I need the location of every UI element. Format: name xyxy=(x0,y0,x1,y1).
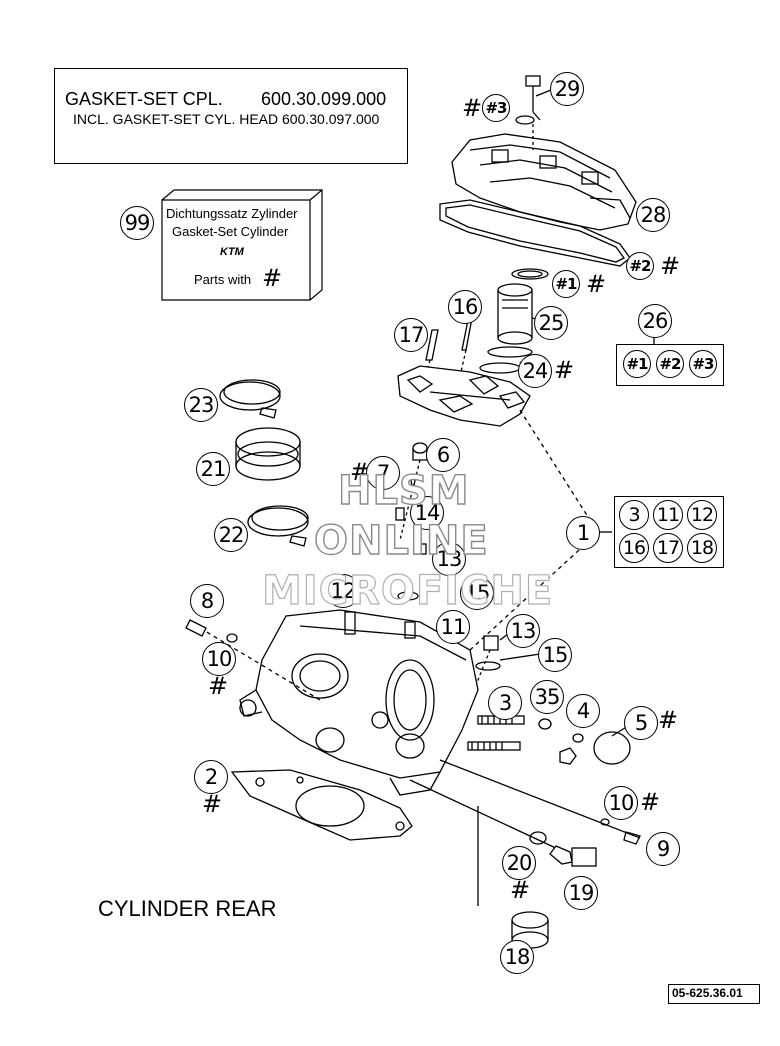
callout-6[interactable]: 6 xyxy=(426,438,460,472)
callout-35[interactable]: 35 xyxy=(530,680,564,714)
hash-m1: # xyxy=(586,270,607,298)
hash-2: # xyxy=(202,790,223,818)
kit-hash: # xyxy=(262,264,283,292)
set-26-item-2[interactable]: #2 xyxy=(656,350,684,378)
callout-23[interactable]: 23 xyxy=(184,388,218,422)
callout-m3[interactable]: #3 xyxy=(482,94,510,122)
callout-15b[interactable]: 15 xyxy=(538,638,572,672)
intake-rubber-21-drawing xyxy=(235,427,301,481)
set-26-box: #1 #2 #3 xyxy=(616,344,724,386)
callout-1[interactable]: 1 xyxy=(566,516,600,550)
hash-5: # xyxy=(658,706,679,734)
cylinder-head-drawing xyxy=(239,609,479,796)
hash-20: # xyxy=(510,876,531,904)
callout-3[interactable]: 3 xyxy=(488,686,522,720)
set-1-item-12[interactable]: 12 xyxy=(687,500,717,530)
callout-99[interactable]: 99 xyxy=(120,206,154,240)
kit-line2: Gasket-Set Cylinder xyxy=(172,224,289,239)
callout-28[interactable]: 28 xyxy=(636,198,670,232)
callout-7[interactable]: 7 xyxy=(366,456,400,490)
callout-19[interactable]: 19 xyxy=(564,876,598,910)
cover-gasket-drawing xyxy=(439,199,631,267)
set-1-item-11[interactable]: 11 xyxy=(653,500,683,530)
callout-13b[interactable]: 13 xyxy=(506,614,540,648)
callout-5[interactable]: 5 xyxy=(624,706,658,740)
callout-15a[interactable]: 15 xyxy=(460,576,494,610)
head-gasket-2-drawing xyxy=(230,769,413,841)
caption: CYLINDER REAR xyxy=(98,896,277,921)
set-1-item-18[interactable]: 18 xyxy=(687,533,717,563)
callout-24[interactable]: 24 xyxy=(518,354,552,388)
callout-29[interactable]: 29 xyxy=(550,72,584,106)
screw-29-drawing xyxy=(515,75,541,125)
callout-16[interactable]: 16 xyxy=(448,290,482,324)
stud-bolts-3-drawing xyxy=(467,715,525,751)
set-26-item-1[interactable]: #1 xyxy=(623,350,651,378)
gasket-set-number: 600.30.099.000 xyxy=(261,89,387,109)
set-1-item-16[interactable]: 16 xyxy=(619,533,649,563)
hash-10b: # xyxy=(640,788,661,816)
set-26-item-3[interactable]: #3 xyxy=(689,350,717,378)
camshaft-carrier-drawing xyxy=(397,365,531,427)
set-1-box: 3 11 12 16 17 18 xyxy=(614,496,724,568)
hash-m2: # xyxy=(660,252,681,280)
callout-20[interactable]: 20 xyxy=(502,846,536,880)
callout-26[interactable]: 26 xyxy=(638,304,672,338)
drawing-number-box: 05-625.36.01 xyxy=(668,984,760,1004)
callout-9[interactable]: 9 xyxy=(646,832,680,866)
gasket-set-incl: INCL. GASKET-SET CYL. HEAD 600.30.097.00… xyxy=(73,111,380,127)
callout-12[interactable]: 12 xyxy=(326,574,360,608)
hash-24: # xyxy=(554,356,575,384)
callout-4[interactable]: 4 xyxy=(566,694,600,728)
callout-m2[interactable]: #2 xyxy=(626,252,654,280)
valve-cover-28-drawing xyxy=(451,124,637,231)
hash-10a: # xyxy=(208,672,229,700)
watermark-line3: MICROFICHE xyxy=(261,567,554,614)
kit-parts-with: Parts with xyxy=(194,272,252,287)
callout-8[interactable]: 8 xyxy=(190,584,224,618)
callout-25[interactable]: 25 xyxy=(534,306,568,340)
callout-21[interactable]: 21 xyxy=(196,452,230,486)
ktm-logo: KTM xyxy=(220,246,244,258)
set-1-item-3[interactable]: 3 xyxy=(619,500,649,530)
callout-11[interactable]: 11 xyxy=(436,610,470,644)
callout-2[interactable]: 2 xyxy=(194,760,228,794)
callout-m1[interactable]: #1 xyxy=(552,270,580,298)
gasket-set-box: GASKET-SET CPL. 600.30.099.000 INCL. GAS… xyxy=(54,68,408,164)
callout-10a[interactable]: 10 xyxy=(202,642,236,676)
watermark-line2: ONLINE xyxy=(313,517,489,564)
hash-7: # xyxy=(350,458,371,486)
kit-line1: Dichtungssatz Zylinder xyxy=(166,206,298,221)
callout-14[interactable]: 14 xyxy=(410,496,444,530)
set-1-item-17[interactable]: 17 xyxy=(653,533,683,563)
callout-22[interactable]: 22 xyxy=(214,518,248,552)
watermark-line1: HLSM xyxy=(337,467,470,514)
callout-17[interactable]: 17 xyxy=(394,318,428,352)
callout-18[interactable]: 18 xyxy=(500,940,534,974)
sleeve-25-drawing xyxy=(497,283,533,345)
hash-m3: # xyxy=(462,94,483,122)
callout-13a[interactable]: 13 xyxy=(432,542,466,576)
callout-10b[interactable]: 10 xyxy=(604,786,638,820)
gasket-set-label: GASKET-SET CPL. xyxy=(65,89,223,109)
plug-18-drawing xyxy=(511,911,549,949)
drawing-number: 05-625.36.01 xyxy=(672,986,743,1000)
